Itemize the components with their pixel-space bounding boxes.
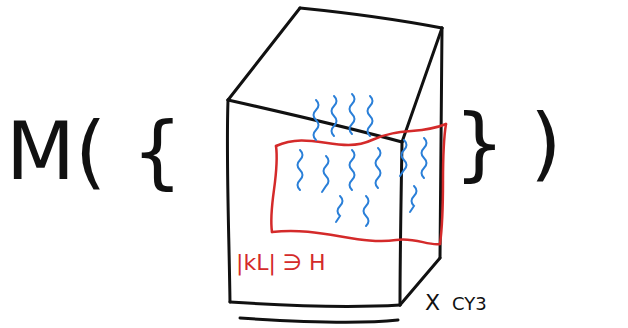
red-surface [271,124,446,244]
cube-edge [228,8,300,100]
string [350,94,355,134]
string [364,196,369,226]
string [376,148,381,188]
closing-symbol: } ) [454,104,562,184]
string [350,150,355,190]
string [332,96,337,136]
blue-strings [298,94,427,226]
string [422,138,427,178]
cube-edge [402,28,442,142]
surface-edge [440,124,446,244]
string [400,140,407,176]
function-symbol: M( { [6,112,183,192]
string [314,100,319,140]
string [410,186,417,212]
cube-outline [227,8,442,322]
string [368,96,373,136]
cube-edge [228,100,402,142]
space-type-label: CY3 [452,295,487,313]
surface-edge [276,124,446,146]
string [322,156,329,192]
cube-edge [240,318,398,322]
cube-edge [400,142,402,305]
string [298,150,303,190]
surface-edge [272,231,440,244]
surface-label: |kL| ∋ H [236,252,326,274]
cube-edge [300,8,442,28]
surface-edge [271,146,277,232]
cube-edge [227,100,230,302]
cube-edge [230,302,400,306]
string [336,196,343,222]
space-label: X [425,292,440,314]
